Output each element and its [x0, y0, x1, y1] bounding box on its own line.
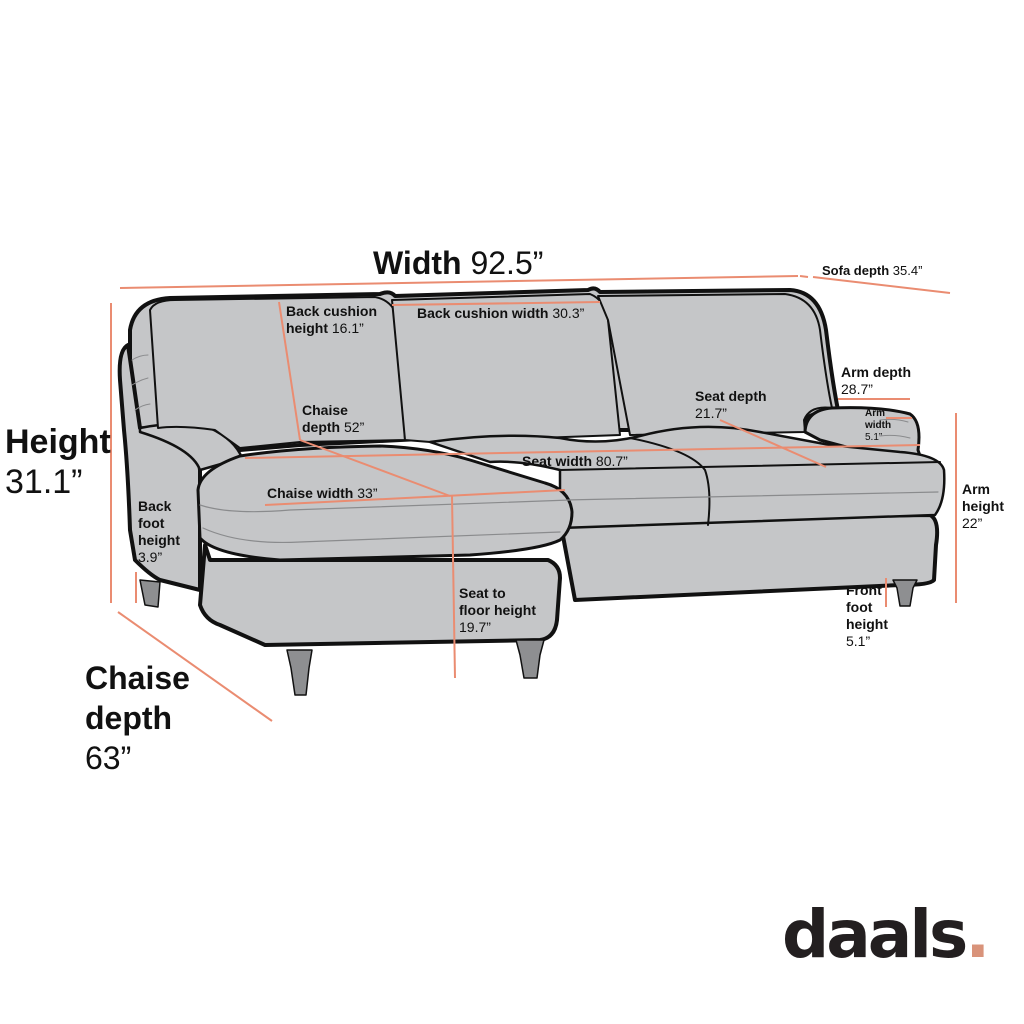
- chaise-depth-total-line: [117, 611, 273, 722]
- arm-height-line2: height: [962, 498, 1004, 514]
- arm-depth-label-text: Arm depth: [841, 364, 911, 380]
- back-foot-height-line2: foot: [138, 515, 165, 531]
- back-cushion-height-value: 16.1”: [331, 320, 364, 336]
- back-cushion-width-label: Back cushion width 30.3”: [417, 305, 584, 322]
- seat-to-floor-line1: Seat to: [459, 585, 506, 601]
- brand-logo: daals.: [782, 895, 990, 975]
- back-cushion-height-line1: Back cushion: [286, 303, 378, 319]
- sofa-depth-label: Sofa depth 35.4”: [822, 262, 922, 279]
- chaise-depth-total-line2: depth: [85, 700, 173, 736]
- arm-width-line1: Arm: [865, 408, 886, 419]
- front-foot-height-value: 5.1”: [846, 633, 871, 649]
- arm-height-value: 22”: [962, 515, 983, 531]
- seat-depth-line: [719, 419, 827, 468]
- arm-height-line1: Arm: [962, 481, 991, 497]
- chaise-depth-line: [299, 439, 451, 497]
- arm-width-label: Arm width 5.1”: [865, 408, 891, 444]
- sofa-drawing: [117, 286, 946, 696]
- arm-width-value: 5.1”: [865, 432, 883, 443]
- seat-depth-value: 21.7”: [695, 405, 727, 421]
- arm-width-line2: width: [865, 420, 892, 431]
- arm-depth-label: Arm depth 28.7”: [841, 364, 911, 398]
- back-foot-height-line3: height: [138, 532, 180, 548]
- height-label-text: Height: [5, 423, 111, 461]
- chaise-depth-line2: depth: [302, 419, 341, 435]
- chaise-width-value: 33”: [357, 485, 378, 501]
- seat-width-label-text: Seat width: [522, 453, 593, 469]
- chaise-depth-label: Chaise depth 52”: [302, 402, 364, 436]
- sofa-depth-value: 35.4”: [892, 263, 923, 278]
- chaise-width-label: Chaise width 33”: [267, 485, 377, 502]
- chaise-depth-total-label: Chaise depth 63”: [85, 658, 190, 778]
- seat-depth-label: Seat depth 21.7”: [695, 388, 767, 422]
- chaise-depth-total-line1: Chaise: [85, 660, 190, 696]
- chaise-depth-total-value: 63”: [85, 740, 132, 776]
- arm-depth-value: 28.7”: [841, 381, 873, 397]
- seat-to-floor-line: [451, 495, 456, 679]
- back-cushion-width-value: 30.3”: [552, 305, 585, 321]
- front-foot-height-line2: foot: [846, 599, 873, 615]
- seat-width-label: Seat width 80.7”: [522, 453, 628, 470]
- seat-depth-label-text: Seat depth: [695, 388, 767, 404]
- width-value: 92.5”: [470, 245, 544, 281]
- dimension-lines: [110, 275, 957, 722]
- seat-width-value: 80.7”: [595, 453, 628, 469]
- chaise-width-line: [264, 489, 566, 506]
- chaise-depth-line1: Chaise: [302, 402, 348, 418]
- seat-to-floor-line2: floor height: [459, 602, 536, 618]
- seat-to-floor-height-label: Seat to floor height 19.7”: [459, 585, 536, 636]
- back-cushion-height-line2: height: [286, 320, 328, 336]
- height-label: Height 31.1”: [5, 422, 111, 502]
- back-cushion-width-label-text: Back cushion width: [417, 305, 549, 321]
- back-cushion-width-line: [391, 301, 601, 306]
- seat-to-floor-value: 19.7”: [459, 619, 491, 635]
- sofa-depth-label-text: Sofa depth: [822, 263, 890, 278]
- back-foot-height-label: Back foot height 3.9”: [138, 498, 180, 566]
- width-line: [119, 275, 799, 289]
- chaise-depth-value: 52”: [344, 419, 365, 435]
- brand-dot: .: [965, 896, 990, 973]
- back-cushion-height-line: [278, 301, 301, 441]
- front-foot-height-line3: height: [846, 616, 888, 632]
- back-foot-height-line1: Back: [138, 498, 172, 514]
- front-foot-height-line1: Front: [846, 582, 882, 598]
- chaise-width-label-text: Chaise width: [267, 485, 354, 501]
- sofa-depth-line: [812, 276, 951, 294]
- back-foot-height-value: 3.9”: [138, 549, 163, 565]
- width-label: Width 92.5”: [373, 245, 543, 281]
- seat-width-line: [244, 444, 921, 459]
- width-label-text: Width: [373, 245, 462, 281]
- height-value: 31.1”: [5, 463, 83, 501]
- front-foot-height-label: Front foot height 5.1”: [846, 582, 888, 650]
- brand-name: daals: [782, 896, 968, 973]
- back-cushion-height-label: Back cushion height 16.1”: [286, 303, 377, 337]
- arm-height-label: Arm height 22”: [962, 481, 1004, 532]
